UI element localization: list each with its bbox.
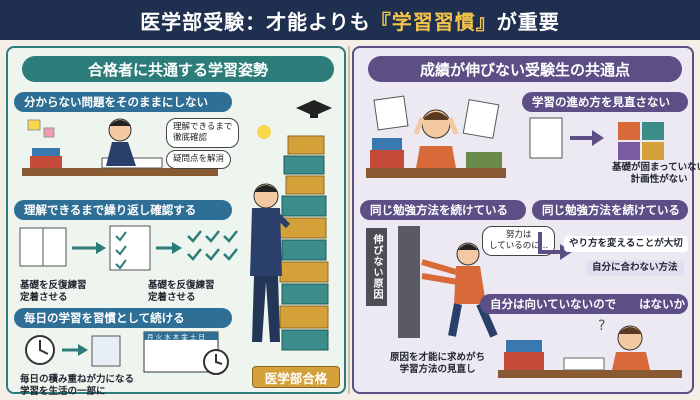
bubble-effort-line1: 努力は (505, 230, 532, 240)
goal-label: 医学部合格 (252, 366, 340, 388)
bubble-resolve: 疑問点を解消 (166, 150, 232, 170)
bubble-understand-line2: 徹底確認 (173, 133, 208, 144)
caption-blame-talent-line2: 学習方法の見直し (399, 364, 476, 376)
caption-unplanned-line2: 計画性がない (630, 174, 688, 186)
caption-habit: 毎日の積み重ねが力になる学習を生活の一部に (20, 374, 134, 399)
caption-repeat-b-line1: 基礎を反復練習 (148, 280, 215, 291)
caption-repeat-a-line1: 基礎を反復練習 (20, 280, 87, 291)
bubble-understand: 理解できるまで徹底確認 (166, 118, 240, 149)
caption-repeat-b-line2: 定着させる (148, 292, 196, 304)
vertical-cause-label: 伸びない原因 (366, 228, 387, 306)
calendar-header: 月 火 水 木 金 土 日 (147, 333, 205, 341)
caption-blame-talent-line1: 原因を才能に求めがち (390, 352, 486, 363)
caption-change-method: やり方を変えることが大切 (564, 236, 688, 253)
bubble-effort-line2: しているのに… (489, 241, 549, 252)
caption-blame-talent: 原因を才能に求めがち学習方法の見直し (390, 352, 485, 377)
title-prefix: 医学部受験：才能よりも (140, 9, 371, 34)
left-section2-title: 理解できるまで繰り返し確認する (14, 200, 232, 220)
right-section1-title: 学習の進め方を見直さない (522, 92, 688, 112)
left-panel-header: 合格者に共通する学習姿勢 (22, 56, 334, 82)
caption-repeat-b: 基礎を反復練習定着させる (148, 280, 215, 305)
left-panel: 合格者に共通する学習姿勢 分からない問題をそのままにしない 理解できるまで徹底確… (6, 46, 346, 397)
right-section2-title: 同じ勉強方法を続けている (360, 200, 526, 220)
title-suffix: が重要 (496, 9, 560, 34)
repetition-diagram (19, 225, 238, 271)
left-section3-title: 毎日の学習を習慣として続ける (14, 308, 232, 328)
right-section4-title: 自分は向いていないので はないか (480, 294, 688, 314)
block-stack-student-illustration (250, 100, 332, 351)
change-method-arrow (538, 232, 572, 260)
daily-habit-illustration (25, 331, 229, 375)
puzzle-illustration (529, 117, 664, 160)
stressed-student-illustration (366, 95, 506, 178)
caption-unplanned: 基礎が固まっていない計画性がない (612, 162, 700, 187)
page-title: 医学部受験：才能よりも『学習習慣』が重要 (140, 6, 560, 35)
caption-habit-line2: 学習を生活の一部に (20, 386, 106, 398)
right-panel-header: 成績が伸びない受験生の共通点 (368, 56, 682, 82)
svg-text:?: ? (598, 318, 605, 334)
caption-unplanned-line1: 基礎が固まっていない (612, 162, 700, 173)
caption-repeat-a: 基礎を反復練習定着させる (20, 280, 87, 305)
caption-habit-line1: 毎日の積み重ねが力になる (20, 374, 135, 385)
doubtful-student-illustration: ? (498, 318, 682, 378)
bubble-understand-line1: 理解できるまで (173, 122, 233, 132)
caption-unsuitable-method: 自分に合わない方法 (586, 260, 684, 277)
right-panel: 成績が伸びない受験生の共通点 学習の進め方を見直さない 基礎が固まっていない計画… (352, 46, 700, 394)
caption-repeat-a-line2: 定着させる (20, 292, 68, 304)
left-section1-title: 分からない問題をそのままにしない (14, 92, 232, 112)
panel-divider (348, 46, 350, 394)
right-section3-title: 同じ勉強方法を続けている (532, 200, 688, 220)
title-bar: 医学部受験：才能よりも『学習習慣』が重要 (0, 0, 700, 40)
pushing-wall-illustration (398, 226, 498, 338)
title-highlight: 『学習習慣』 (370, 9, 497, 34)
